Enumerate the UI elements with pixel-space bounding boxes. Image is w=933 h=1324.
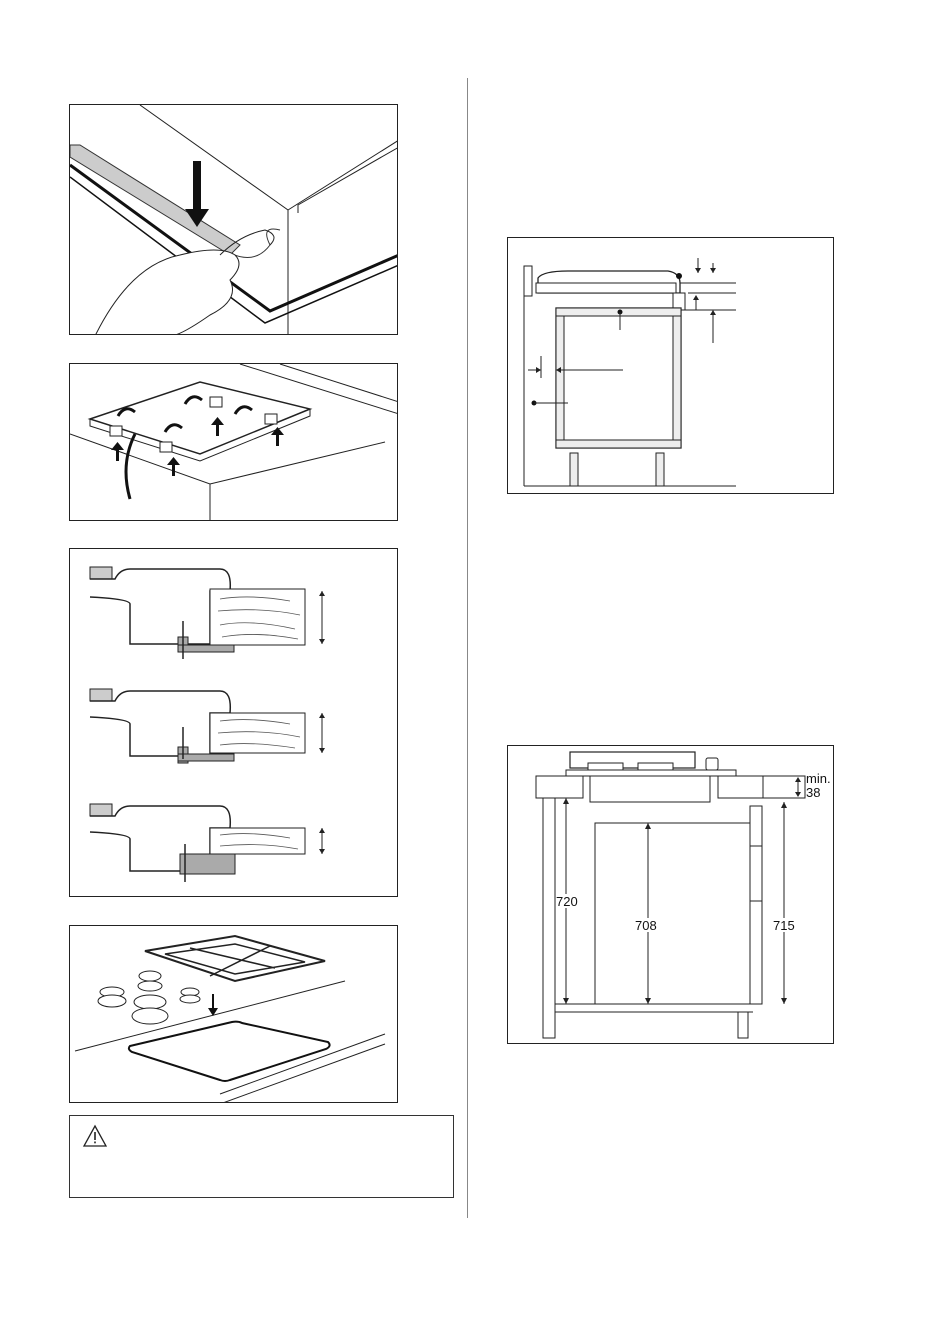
dimension-label-708: 708 bbox=[635, 918, 657, 933]
dimension-label-720: 720 bbox=[556, 894, 578, 909]
warning-box bbox=[69, 1115, 454, 1198]
seal-tape-illustration bbox=[70, 105, 398, 335]
cabinet-dimensions-illustration: 720 708 715 min. 38 bbox=[508, 746, 834, 1044]
figure-burners-plate bbox=[69, 925, 398, 1103]
fixing-variant-thick bbox=[90, 567, 325, 659]
bracket-clips-illustration bbox=[70, 364, 398, 521]
figure-worktop-fixing bbox=[69, 548, 398, 897]
dimension-label-38: 38 bbox=[806, 785, 820, 800]
figure-bracket-clips bbox=[69, 363, 398, 521]
warning-triangle-icon bbox=[82, 1124, 108, 1148]
cabinet-clearance-illustration bbox=[508, 238, 834, 494]
dimension-label-min: min. bbox=[806, 771, 831, 786]
figure-seal-tape bbox=[69, 104, 398, 335]
column-divider bbox=[467, 78, 468, 1218]
figure-cabinet-dimensions: 720 708 715 min. 38 bbox=[507, 745, 834, 1044]
fixing-variant-thin bbox=[90, 804, 325, 882]
dimension-label-715: 715 bbox=[773, 918, 795, 933]
burners-plate-illustration bbox=[70, 926, 398, 1103]
fixing-variant-medium bbox=[90, 689, 325, 763]
worktop-fixing-illustration bbox=[70, 549, 398, 897]
figure-cabinet-clearance bbox=[507, 237, 834, 494]
